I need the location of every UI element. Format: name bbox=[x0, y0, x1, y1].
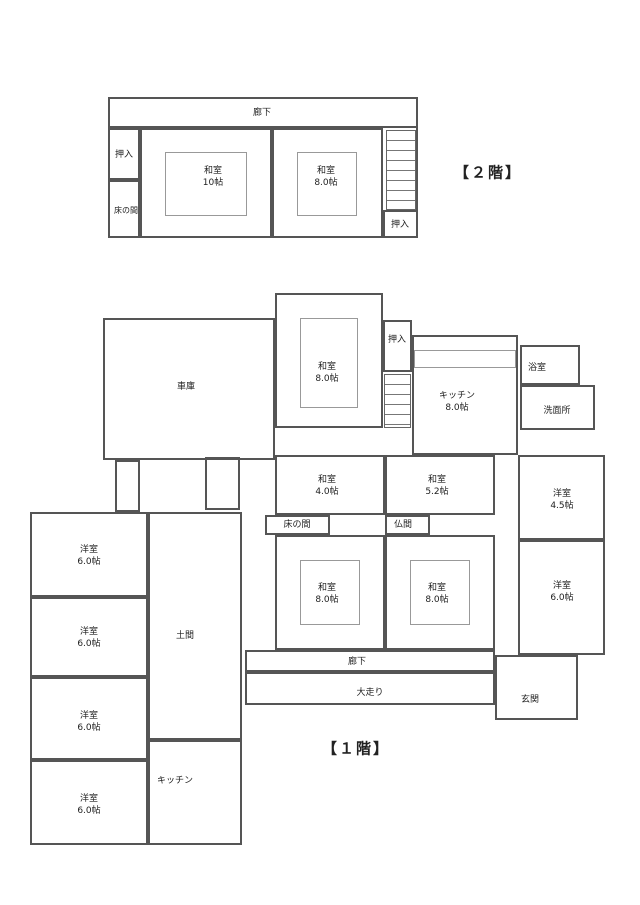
label: 和室 8.0帖 bbox=[314, 165, 337, 189]
f2-washitsu-8 bbox=[272, 128, 383, 238]
hallway bbox=[245, 650, 495, 672]
veranda bbox=[245, 672, 495, 705]
label: 洗面所 bbox=[543, 406, 571, 416]
washitsu-4 bbox=[275, 455, 385, 515]
room-name: 和室 bbox=[427, 583, 447, 593]
label: 廊下 bbox=[347, 657, 367, 667]
label: 和室 8.0帖 bbox=[315, 582, 338, 606]
label: 玄関 bbox=[520, 695, 540, 705]
tatami-grid bbox=[300, 560, 360, 625]
room-size: 8.0帖 bbox=[445, 403, 469, 413]
youshitsu-w2 bbox=[30, 597, 148, 677]
floor1-title: 【１階】 bbox=[321, 739, 391, 758]
washroom bbox=[520, 385, 595, 430]
label: 土間 bbox=[175, 631, 195, 641]
youshitsu-6-east bbox=[518, 540, 605, 655]
tatami-grid bbox=[410, 560, 470, 625]
room-name: 和室 bbox=[427, 475, 447, 485]
room-name: 洋室 bbox=[79, 794, 99, 804]
label: 洋室 6.0帖 bbox=[550, 580, 573, 604]
floor2-title: 【２階】 bbox=[453, 163, 523, 182]
label: 押入 bbox=[387, 335, 407, 345]
washitsu-5-2 bbox=[385, 455, 495, 515]
room-name: キッチン bbox=[438, 391, 476, 401]
label: 和室 5.2帖 bbox=[425, 474, 448, 498]
room-size: 8.0帖 bbox=[315, 374, 339, 384]
label: 洋室 6.0帖 bbox=[77, 544, 100, 568]
label: 仏間 bbox=[393, 520, 413, 530]
tatami-grid bbox=[300, 318, 358, 408]
label: 廊下 bbox=[252, 108, 272, 118]
room-name: 洋室 bbox=[79, 627, 99, 637]
washitsu-8-a bbox=[275, 535, 385, 650]
label: 洋室 6.0帖 bbox=[77, 793, 100, 817]
label: キッチン bbox=[156, 776, 194, 786]
youshitsu-4-5 bbox=[518, 455, 605, 540]
room-size: 8.0帖 bbox=[314, 178, 338, 188]
kitchen-west bbox=[148, 740, 242, 845]
room-size: 6.0帖 bbox=[77, 639, 101, 649]
f1-closet bbox=[383, 320, 412, 372]
label: キッチン 8.0帖 bbox=[439, 390, 475, 414]
room-size: 4.5帖 bbox=[550, 501, 574, 511]
youshitsu-w3 bbox=[30, 677, 148, 760]
room-name: 和室 bbox=[317, 362, 337, 372]
room-name: 洋室 bbox=[552, 489, 572, 499]
room-size: 8.0帖 bbox=[315, 595, 339, 605]
doma bbox=[148, 512, 242, 740]
toilet-1 bbox=[115, 460, 140, 512]
room-size: 6.0帖 bbox=[77, 806, 101, 816]
label: 洋室 6.0帖 bbox=[77, 626, 100, 650]
room-name: 洋室 bbox=[552, 581, 572, 591]
room-name: 和室 bbox=[203, 166, 223, 176]
f2-washitsu-10 bbox=[140, 128, 272, 238]
kitchen-counter bbox=[414, 350, 516, 368]
label: 和室 8.0帖 bbox=[425, 582, 448, 606]
label: 車庫 bbox=[176, 382, 196, 392]
f1-washitsu-upper bbox=[275, 293, 383, 428]
f2-hallway bbox=[108, 97, 418, 128]
label: 和室 10帖 bbox=[203, 165, 223, 189]
room-name: 洋室 bbox=[79, 545, 99, 555]
youshitsu-w4 bbox=[30, 760, 148, 845]
f2-closet bbox=[108, 128, 140, 180]
room-name: 和室 bbox=[316, 166, 336, 176]
room-size: 6.0帖 bbox=[77, 557, 101, 567]
butsuma bbox=[385, 515, 430, 535]
label: 押入 bbox=[390, 220, 410, 230]
f2-tokonoma bbox=[108, 180, 140, 238]
label: 押入 bbox=[114, 150, 134, 160]
label: 床の間 bbox=[283, 520, 311, 530]
youshitsu-w1 bbox=[30, 512, 148, 597]
room-size: 6.0帖 bbox=[77, 723, 101, 733]
label: 大走り bbox=[356, 688, 384, 698]
garage bbox=[103, 318, 275, 460]
room-size: 5.2帖 bbox=[425, 487, 449, 497]
room-size: 6.0帖 bbox=[550, 593, 574, 603]
label: 洋室 4.5帖 bbox=[550, 488, 573, 512]
tatami-grid bbox=[165, 152, 247, 216]
entrance bbox=[495, 655, 578, 720]
f1-stairs bbox=[384, 374, 411, 428]
room-size: 4.0帖 bbox=[315, 487, 339, 497]
room-name: 和室 bbox=[317, 475, 337, 485]
tokonoma bbox=[265, 515, 330, 535]
toilet-2 bbox=[205, 457, 240, 510]
bathroom bbox=[520, 345, 580, 385]
kitchen-main bbox=[412, 335, 518, 455]
room-size: 8.0帖 bbox=[425, 595, 449, 605]
f2-closet-2 bbox=[383, 210, 418, 238]
room-name: 和室 bbox=[317, 583, 337, 593]
label: 和室 8.0帖 bbox=[315, 361, 338, 385]
washitsu-8-b bbox=[385, 535, 495, 650]
tatami-grid bbox=[297, 152, 357, 216]
label: 浴室 bbox=[527, 363, 547, 373]
room-size: 10帖 bbox=[202, 178, 224, 188]
room-name: 洋室 bbox=[79, 711, 99, 721]
f2-stairs bbox=[386, 130, 416, 210]
label: 洋室 6.0帖 bbox=[77, 710, 100, 734]
label: 和室 4.0帖 bbox=[315, 474, 338, 498]
label: 床の間 bbox=[114, 206, 138, 215]
